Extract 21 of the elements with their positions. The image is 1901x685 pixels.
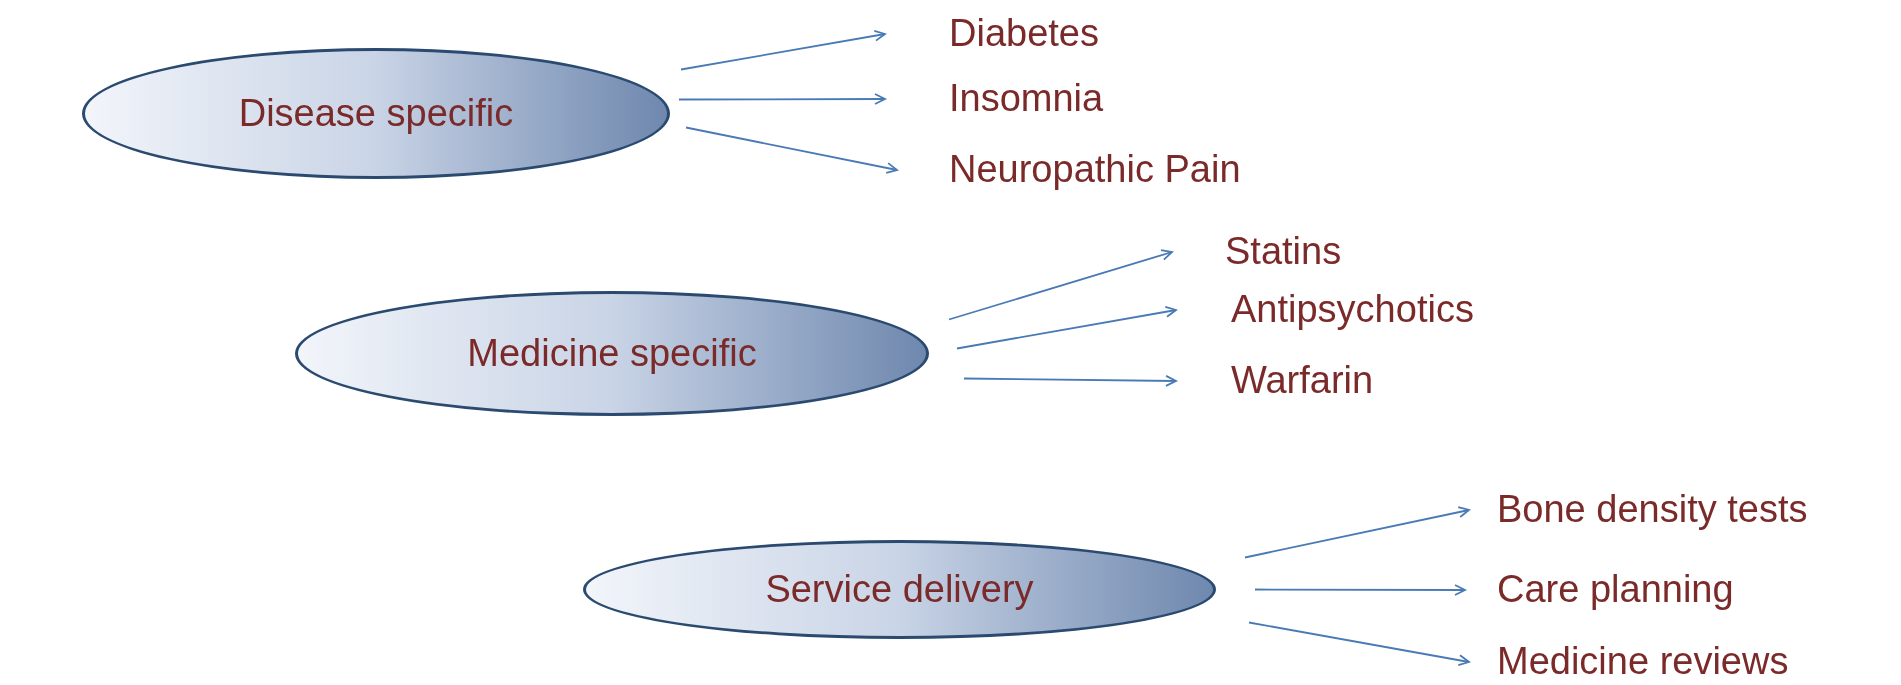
arrow xyxy=(963,375,1177,387)
node-label: Disease specific xyxy=(238,91,514,136)
item-label: Insomnia xyxy=(885,75,1104,123)
arrow xyxy=(680,29,886,71)
node-label: Medicine specific xyxy=(467,331,757,376)
item-label: Diabetes xyxy=(885,10,1099,58)
arrow xyxy=(685,126,898,174)
arrow xyxy=(1248,621,1470,667)
item-label: Antipsychotics xyxy=(1176,286,1474,334)
arrow xyxy=(956,305,1177,350)
item-label: Bone density tests xyxy=(1469,486,1808,534)
arrow xyxy=(678,93,886,105)
item-label: Medicine reviews xyxy=(1469,638,1789,685)
arrow xyxy=(1254,584,1466,596)
arrow xyxy=(948,249,1173,321)
item-label: Statins xyxy=(1172,228,1342,276)
node-label: Service delivery xyxy=(765,567,1034,612)
item-label: Neuropathic Pain xyxy=(897,146,1241,194)
arrow xyxy=(1244,506,1470,559)
item-label: Warfarin xyxy=(1176,357,1374,405)
item-label: Care planning xyxy=(1465,566,1734,614)
